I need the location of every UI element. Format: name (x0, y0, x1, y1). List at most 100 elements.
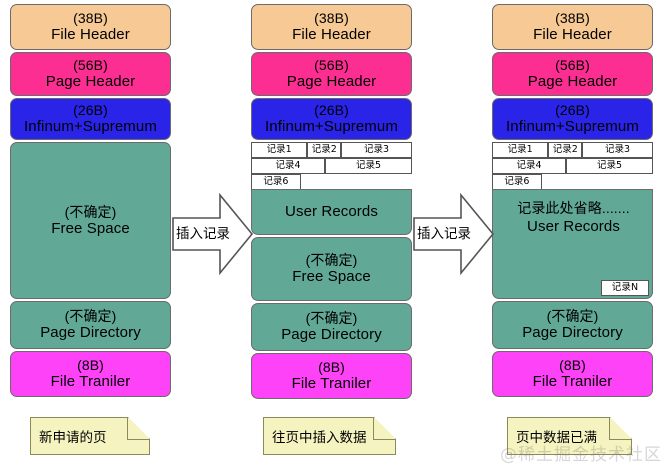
file-trailer-size: (8B) (77, 357, 104, 374)
infsup-name: Infinum+Supremum (506, 118, 639, 136)
record-box: 记录6 (251, 174, 301, 190)
page-column-empty: (38B) File Header (56B) Page Header (26B… (10, 4, 171, 399)
segment-file-header: (38B) File Header (10, 4, 171, 50)
page-directory-name: Page Directory (281, 326, 382, 344)
file-header-name: File Header (292, 26, 371, 44)
arrow-insert-record-2: 插入记录 (413, 192, 495, 276)
note-label: 往页中插入数据 (272, 430, 367, 446)
arrow-right-icon (413, 192, 495, 276)
file-trailer-name: File Traniler (50, 373, 131, 391)
record-box: 记录1 (251, 142, 308, 158)
free-space-size: (不确定) (64, 203, 117, 220)
file-header-name: File Header (533, 26, 612, 44)
record-row: 记录1 记录2 记录3 (251, 142, 412, 158)
infsup-name: Infinum+Supremum (24, 118, 157, 136)
segment-page-header: (56B) Page Header (10, 52, 171, 96)
arrow-right-icon (172, 192, 254, 276)
note-fold-line-icon (127, 417, 150, 440)
file-header-size: (38B) (73, 10, 108, 27)
page-header-name: Page Header (527, 73, 618, 91)
record-row-spacer (542, 174, 653, 190)
file-header-name: File Header (51, 26, 130, 44)
segment-user-records: User Records (251, 189, 412, 235)
record-box: 记录4 (492, 158, 567, 174)
note-fold-icon (374, 417, 396, 439)
page-column-partial: (38B) File Header (56B) Page Header (26B… (251, 4, 412, 401)
page-column-full: (38B) File Header (56B) Page Header (26B… (492, 4, 653, 399)
arrow-label: 插入记录 (176, 226, 230, 242)
infsup-size: (26B) (314, 102, 349, 119)
note-full-page: 页中数据已满 (507, 417, 632, 455)
record-row-spacer (301, 174, 412, 190)
segment-page-header: (56B) Page Header (492, 52, 653, 96)
file-header-size: (38B) (555, 10, 590, 27)
record-row: 记录4 记录5 (492, 158, 653, 174)
page-directory-size: (不确定) (546, 308, 599, 325)
records-omitted-label: 记录此处省略....... (517, 200, 630, 216)
infsup-size: (26B) (73, 102, 108, 119)
segment-file-trailer: (8B) File Traniler (492, 351, 653, 397)
record-strip: 记录1 记录2 记录3 记录4 记录5 记录6 (492, 142, 653, 190)
record-box: 记录5 (325, 158, 412, 174)
file-trailer-size: (8B) (559, 357, 586, 374)
record-box-last: 记录N (601, 280, 649, 296)
page-directory-name: Page Directory (40, 324, 141, 342)
page-directory-size: (不确定) (305, 310, 358, 327)
record-box: 记录4 (251, 158, 326, 174)
note-fold-icon (610, 417, 632, 439)
record-box: 记录2 (548, 142, 583, 158)
segment-file-trailer: (8B) File Traniler (10, 351, 171, 397)
page-header-size: (56B) (314, 57, 349, 74)
segment-file-trailer: (8B) File Traniler (251, 353, 412, 399)
segment-user-records: 记录此处省略....... User Records 记录N (492, 189, 653, 299)
note-fold-line-icon (373, 417, 396, 440)
record-box: 记录2 (307, 142, 342, 158)
record-row: 记录4 记录5 (251, 158, 412, 174)
record-strip: 记录1 记录2 记录3 记录4 记录5 记录6 (251, 142, 412, 190)
segment-file-header: (38B) File Header (251, 4, 412, 50)
record-row: 记录1 记录2 记录3 (492, 142, 653, 158)
file-header-size: (38B) (314, 10, 349, 27)
note-fold-icon (128, 417, 150, 439)
page-header-size: (56B) (555, 57, 590, 74)
note-fold-line-icon (609, 417, 632, 440)
record-box: 记录3 (582, 142, 653, 158)
last-record-wrapper: 记录N (601, 280, 649, 296)
free-space-name: Free Space (51, 219, 130, 237)
segment-infimum-supremum: (26B) Infinum+Supremum (492, 98, 653, 140)
note-empty-page: 新申请的页 (30, 417, 150, 455)
page-header-size: (56B) (73, 57, 108, 74)
arrow-label: 插入记录 (417, 226, 471, 242)
note-label: 新申请的页 (39, 430, 107, 446)
note-partial-page: 往页中插入数据 (263, 417, 396, 455)
file-trailer-name: File Traniler (291, 375, 372, 393)
watermark: @稀土掘金技术社区 (500, 445, 662, 465)
record-box: 记录1 (492, 142, 549, 158)
file-trailer-size: (8B) (318, 359, 345, 376)
segment-file-header: (38B) File Header (492, 4, 653, 50)
record-row: 记录6 (492, 174, 653, 190)
segment-page-directory: (不确定) Page Directory (251, 303, 412, 351)
infsup-name: Infinum+Supremum (265, 118, 398, 136)
file-trailer-name: File Traniler (532, 373, 613, 391)
note-label: 页中数据已满 (516, 430, 597, 446)
infsup-size: (26B) (555, 102, 590, 119)
page-header-name: Page Header (45, 73, 136, 91)
segment-free-space: (不确定) Free Space (251, 237, 412, 301)
user-records-name: User Records (285, 203, 378, 221)
segment-infimum-supremum: (26B) Infinum+Supremum (10, 98, 171, 140)
record-row: 记录6 (251, 174, 412, 190)
segment-page-directory: (不确定) Page Directory (492, 301, 653, 349)
arrow-insert-record-1: 插入记录 (172, 192, 254, 276)
record-box: 记录3 (341, 142, 412, 158)
page-header-name: Page Header (286, 73, 377, 91)
record-box: 记录6 (492, 174, 542, 190)
user-records-name: User Records (527, 218, 620, 236)
segment-page-header: (56B) Page Header (251, 52, 412, 96)
page-directory-name: Page Directory (522, 324, 623, 342)
user-records-text: 记录此处省略....... User Records (493, 200, 654, 236)
free-space-name: Free Space (292, 268, 371, 286)
record-box: 记录5 (566, 158, 653, 174)
page-directory-size: (不确定) (64, 308, 117, 325)
